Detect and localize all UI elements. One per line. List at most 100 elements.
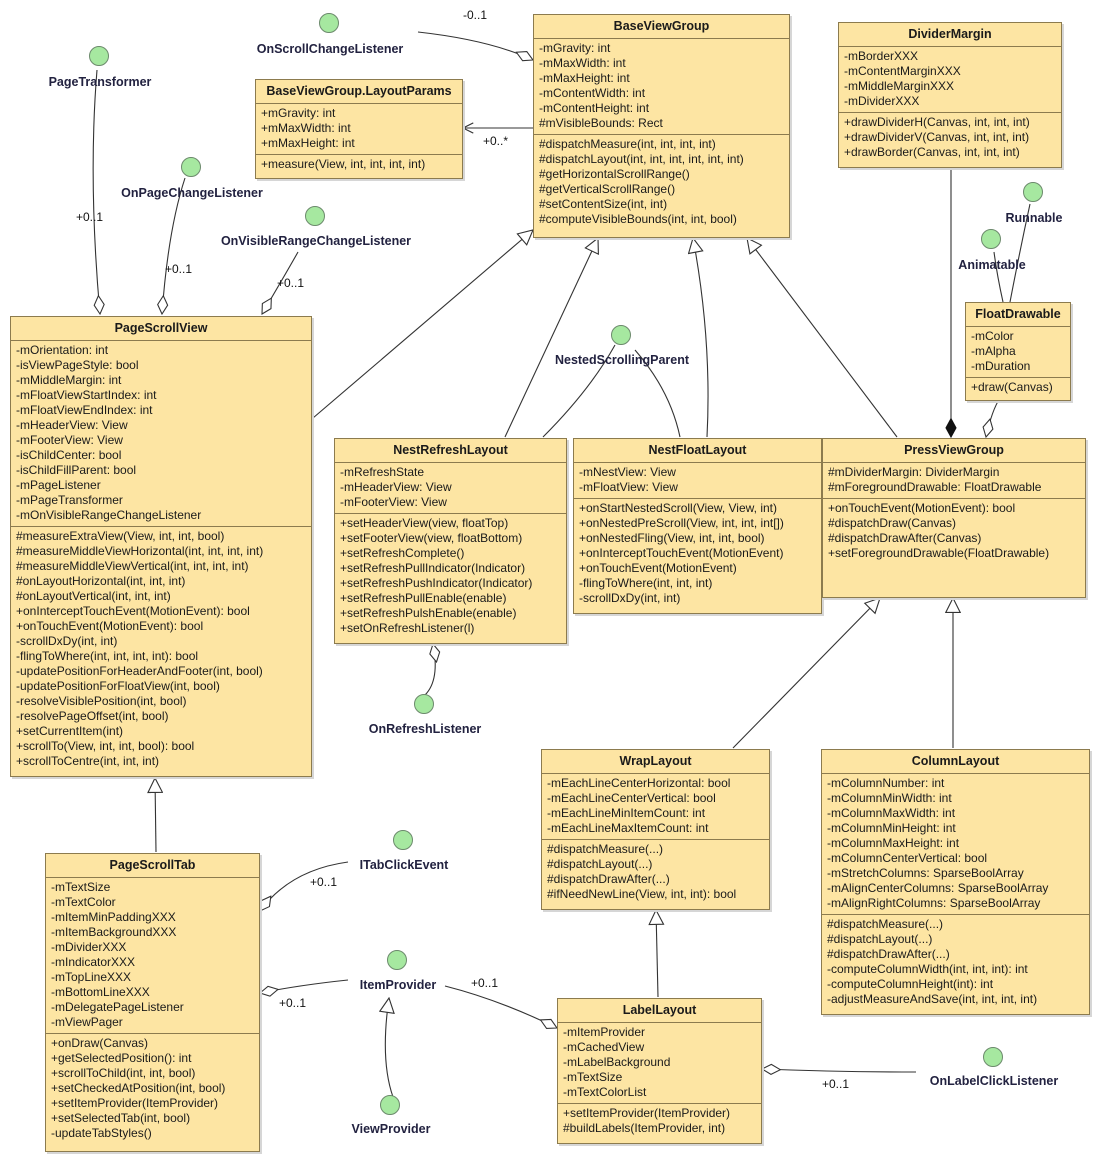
class-attribute: -mRefreshState — [340, 465, 425, 479]
class-title: WrapLayout — [542, 750, 769, 774]
edge-nestrefresh-nestedscrollingparent — [542, 344, 616, 438]
class-baseviewgroup[interactable]: BaseViewGroup -mGravity: int-mMaxWidth: … — [533, 14, 790, 238]
class-attribute: -mFloatView: View — [579, 480, 678, 494]
class-attribute: +mGravity: int — [261, 106, 336, 120]
class-method: +setItemProvider(ItemProvider) — [51, 1096, 219, 1110]
class-pagescrolltab[interactable]: PageScrollTab -mTextSize-mTextColor-mIte… — [45, 853, 260, 1152]
class-attribute: -mOrientation: int — [16, 343, 109, 357]
class-attribute: #mForegroundDrawable: FloatDrawable — [828, 480, 1042, 494]
class-attribute: -mAlpha — [971, 344, 1016, 358]
methods-section: #dispatchMeasure(...)#dispatchLayout(...… — [542, 840, 769, 905]
edge-pagescrollview-pagechange — [162, 177, 186, 314]
class-attribute: -mColumnNumber: int — [827, 776, 945, 790]
class-method: +onInterceptTouchEvent(MotionEvent): boo… — [16, 604, 250, 618]
class-title: BaseViewGroup.LayoutParams — [256, 80, 462, 104]
class-nestfloatlayout[interactable]: NestFloatLayout -mNestView: View-mFloatV… — [573, 438, 822, 614]
interface-circle-icon — [181, 157, 201, 177]
class-dividermargin[interactable]: DividerMargin -mBorderXXX-mContentMargin… — [838, 22, 1062, 168]
methods-section: #dispatchMeasure(int, int, int, int)#dis… — [534, 135, 789, 230]
multiplicity-label: +0..1 — [310, 875, 338, 889]
edge-labellayout-extends-wraplayout — [656, 910, 658, 998]
edge-pagescrollview-pagetransformer — [92, 69, 100, 314]
class-method: +setHeaderView(view, floatTop) — [340, 516, 509, 530]
class-attribute: -mContentHeight: int — [539, 101, 650, 115]
class-method: +setRefreshComplete() — [340, 546, 465, 560]
class-attribute: -mFloatViewStartIndex: int — [16, 388, 157, 402]
class-attribute: -mEachLineCenterHorizontal: bool — [547, 776, 731, 790]
edge-viewprovider-implements-itemprovider — [385, 998, 393, 1098]
class-method: -scrollDxDy(int, int) — [16, 634, 118, 648]
class-pagescrollview[interactable]: PageScrollView -mOrientation: int-isView… — [10, 316, 312, 777]
class-floatdrawable[interactable]: FloatDrawable -mColor-mAlpha-mDuration +… — [965, 302, 1071, 401]
methods-section: +drawDividerH(Canvas, int, int, int)+dra… — [839, 113, 1061, 163]
class-labellayout[interactable]: LabelLayout -mItemProvider-mCachedView-m… — [557, 998, 762, 1144]
multiplicity-label: +0..1 — [279, 996, 307, 1010]
class-pressviewgroup[interactable]: PressViewGroup #mDividerMargin: DividerM… — [822, 438, 1086, 598]
edge-baseviewgroup-scrollchange — [417, 31, 533, 60]
class-attribute: -isViewPageStyle: bool — [16, 358, 139, 372]
class-layoutparams[interactable]: BaseViewGroup.LayoutParams +mGravity: in… — [255, 79, 463, 179]
class-title: PressViewGroup — [823, 439, 1085, 463]
interface-circle-icon — [1023, 182, 1043, 202]
class-attribute: -mDividerXXX — [51, 940, 127, 954]
class-attribute: -mTextColor — [51, 895, 116, 909]
interface-circle-icon — [611, 325, 631, 345]
attributes-section: -mTextSize-mTextColor-mItemMinPaddingXXX… — [46, 878, 259, 1034]
class-method: #dispatchMeasure(int, int, int, int) — [539, 137, 716, 151]
methods-section: +onStartNestedScroll(View, View, int)+on… — [574, 499, 821, 609]
class-attribute: -mColumnMaxHeight: int — [827, 836, 960, 850]
class-method: #measureMiddleViewHorizontal(int, int, i… — [16, 544, 264, 558]
class-wraplayout[interactable]: WrapLayout -mEachLineCenterHorizontal: b… — [541, 749, 770, 910]
interface-circle-icon — [983, 1047, 1003, 1067]
class-attribute: -mEachLineMinItemCount: int — [547, 806, 706, 820]
attributes-section: -mRefreshState-mHeaderView: View-mFooter… — [335, 463, 566, 514]
class-method: #dispatchDrawAfter(Canvas) — [828, 531, 982, 545]
multiplicity-label: +0..1 — [277, 276, 305, 290]
class-attribute: -mHeaderView: View — [16, 418, 128, 432]
edge-pressview-floatdrawable — [986, 397, 1001, 437]
interface-label: OnScrollChangeListener — [256, 42, 404, 56]
class-attribute: -mOnVisibleRangeChangeListener — [16, 508, 202, 522]
class-method: +setCheckedAtPosition(int, bool) — [51, 1081, 226, 1095]
class-method: +drawDividerH(Canvas, int, int, int) — [844, 115, 1030, 129]
class-attribute: -mViewPager — [51, 1015, 123, 1029]
methods-section: +setHeaderView(view, floatTop)+setFooter… — [335, 514, 566, 639]
class-method: +onNestedFling(View, int, int, bool) — [579, 531, 765, 545]
class-method: -scrollDxDy(int, int) — [579, 591, 681, 605]
class-attribute: -mAlignRightColumns: SparseBoolArray — [827, 896, 1041, 910]
class-method: +setRefreshPullEnable(enable) — [340, 591, 507, 605]
class-columnlayout[interactable]: ColumnLayout -mColumnNumber: int-mColumn… — [821, 749, 1090, 1015]
class-attribute: #mDividerMargin: DividerMargin — [828, 465, 1000, 479]
class-attribute: -mMiddleMargin: int — [16, 373, 122, 387]
class-attribute: -mGravity: int — [539, 41, 611, 55]
class-method: +onNestedPreScroll(View, int, int, int[]… — [579, 516, 784, 530]
class-attribute: -mContentWidth: int — [539, 86, 646, 100]
class-method: -adjustMeasureAndSave(int, int, int, int… — [827, 992, 1038, 1006]
class-attribute: -mItemProvider — [563, 1025, 646, 1039]
class-method: +draw(Canvas) — [971, 380, 1053, 394]
class-method: #buildLabels(ItemProvider, int) — [563, 1121, 726, 1135]
class-method: -computeColumnHeight(int): int — [827, 977, 994, 991]
attributes-section: -mColor-mAlpha-mDuration — [966, 327, 1070, 378]
interface-label: OnPageChangeListener — [121, 186, 263, 200]
methods-section: +onDraw(Canvas)+getSelectedPosition(): i… — [46, 1034, 259, 1144]
class-nestrefreshlayout[interactable]: NestRefreshLayout -mRefreshState-mHeader… — [334, 438, 567, 644]
class-attribute: -isChildFillParent: bool — [16, 463, 137, 477]
class-title: DividerMargin — [839, 23, 1061, 47]
edge-pagescrollview-extends-baseviewgroup — [312, 230, 533, 419]
edge-floatdrawable-animatable — [993, 251, 1004, 303]
interface-label: ItemProvider — [359, 978, 437, 992]
class-attribute: -mColumnMinHeight: int — [827, 821, 956, 835]
class-method: +measure(View, int, int, int, int) — [261, 157, 426, 171]
methods-section: +setItemProvider(ItemProvider)#buildLabe… — [558, 1104, 761, 1139]
class-method: #getVerticalScrollRange() — [539, 182, 676, 196]
class-attribute: -mStretchColumns: SparseBoolArray — [827, 866, 1024, 880]
class-method: +scrollToChild(int, int, bool) — [51, 1066, 196, 1080]
class-attribute: -mContentMarginXXX — [844, 64, 961, 78]
multiplicity-label: +0..* — [483, 134, 509, 148]
class-method: +setItemProvider(ItemProvider) — [563, 1106, 731, 1120]
interface-circle-icon — [981, 229, 1001, 249]
multiplicity-label: +0..1 — [165, 262, 193, 276]
methods-section: +draw(Canvas) — [966, 378, 1070, 398]
